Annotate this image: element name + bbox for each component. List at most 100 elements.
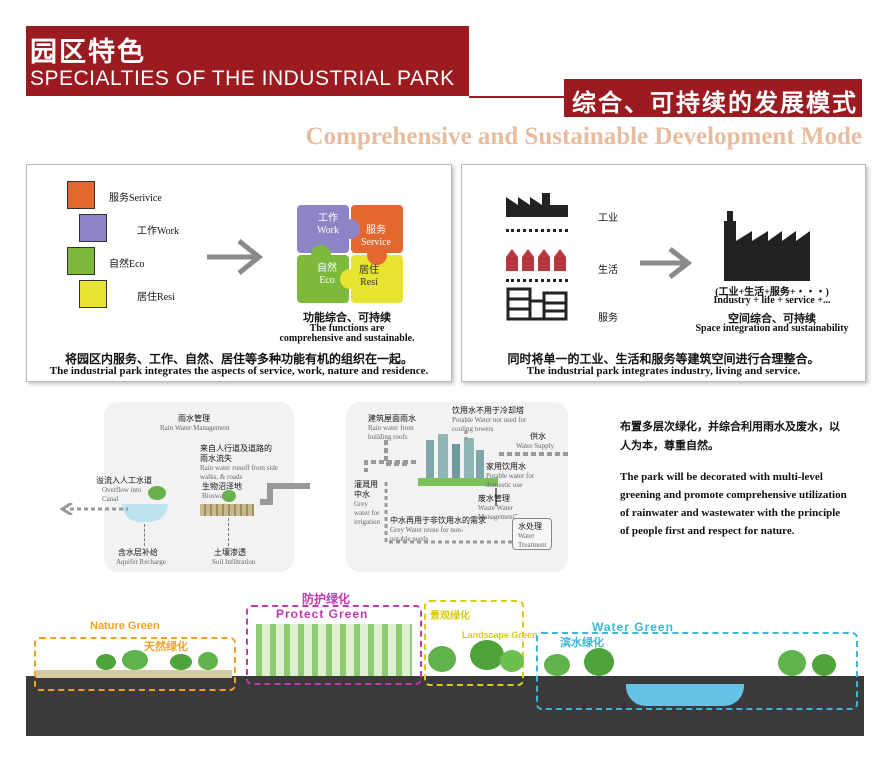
dotted-separator xyxy=(506,279,568,282)
treat-cn: 水处理 xyxy=(518,522,542,531)
tree-icon xyxy=(544,654,570,676)
bioswale-en: Bioswales xyxy=(202,492,231,500)
nature-platform xyxy=(36,670,232,678)
tree-icon xyxy=(778,650,806,676)
water-channel xyxy=(626,684,744,706)
recharge-cn: 含水层补给 xyxy=(118,548,158,557)
zone-label-water-cn: 滨水绿化 xyxy=(560,637,604,649)
tree-icon xyxy=(148,486,166,500)
formula-en: Industry + life + service +... xyxy=(713,295,831,306)
houses-icon xyxy=(506,249,566,271)
reuse-en: Grey Water reuse for non-potable needs xyxy=(390,526,464,543)
rain-title-en: Rain Water Management xyxy=(160,424,230,432)
legend-label-eco: 自然Eco xyxy=(109,259,145,270)
subtitle-cn: 综合、可持续的发展模式 xyxy=(572,91,858,117)
potable-cn: 饮用水不用于冷却塔 xyxy=(452,406,524,415)
tree-icon xyxy=(198,652,218,670)
recharge-line xyxy=(144,524,145,546)
tree-icon xyxy=(500,650,524,672)
space-caption-en: Space integration and sustainability xyxy=(695,323,849,334)
bioswale-bed xyxy=(200,504,254,516)
infiltration-en: Soil Infiltration xyxy=(212,558,256,566)
potable-en: Potable Water not used for cooling tower… xyxy=(452,416,527,433)
factory-icon xyxy=(506,193,568,217)
dotted-separator xyxy=(506,229,568,232)
zone-label-nature-en: Nature Green xyxy=(90,620,160,632)
title-banner xyxy=(26,26,469,96)
reuse-cn: 中水再用于非饮用水的需求 xyxy=(390,516,486,525)
zone-protect-green xyxy=(246,605,422,685)
treatment-box xyxy=(512,518,552,550)
tree-icon xyxy=(470,640,504,670)
infiltration-line xyxy=(228,518,229,546)
arrow-right-icon xyxy=(207,239,264,275)
puzzle-knob xyxy=(367,245,387,265)
tree-icon xyxy=(428,646,456,672)
grey-cn: 灌溉用中水 xyxy=(354,480,378,499)
function-summary-en: The industrial park integrates the aspec… xyxy=(49,365,429,377)
overflow-cn: 溢流入人工水道 xyxy=(96,476,152,485)
zone-label-landscape-en: Landscape Green xyxy=(462,630,538,640)
function-caption-en-2: comprehensive and sustainable. xyxy=(279,333,415,344)
formula-cn: (工业+生活+服务+・・・) xyxy=(715,287,829,298)
space-summary-cn: 同时将单一的工业、生活和服务等建筑空间进行合理整合。 xyxy=(507,352,820,366)
puzzle-knob xyxy=(340,269,360,289)
tree-icon xyxy=(584,648,614,676)
function-caption-cn: 功能综合、可持续 xyxy=(303,312,391,324)
description-en: The park will be decorated with multi-le… xyxy=(620,471,847,537)
runoff-en: Rain water runoff from side walks, & roa… xyxy=(200,464,279,481)
page-title-en: SPECIALTIES OF THE INDUSTRIAL PARK xyxy=(30,67,455,90)
tree-icon xyxy=(96,654,116,670)
supply-cn: 供水 xyxy=(530,432,546,441)
legend-swatch-work xyxy=(79,214,107,242)
zone-label-landscape-cn: 景观绿化 xyxy=(430,611,470,622)
tree-icon xyxy=(812,654,836,676)
tree-icon xyxy=(170,654,192,670)
industrial-complex-icon xyxy=(724,211,810,281)
city-model xyxy=(418,434,498,486)
overflow-en: Overflow into Canal xyxy=(102,486,142,503)
puzzle-knob xyxy=(311,245,331,265)
waste-en: Waste Water Management xyxy=(478,504,515,521)
bioswale-cn: 生物沼泽地 xyxy=(202,482,242,491)
grey-en: Grey water for irrigation xyxy=(354,500,381,526)
space-summary-en: The industrial park integrates industry,… xyxy=(526,365,801,377)
legend-swatch-resi xyxy=(79,280,107,308)
zone-label-nature-cn: 天然绿化 xyxy=(144,641,188,653)
puzzle-knob xyxy=(340,219,360,239)
zone-nature-green xyxy=(34,637,236,691)
subtitle-banner xyxy=(564,79,862,117)
rain-title-cn: 雨水管理 xyxy=(178,414,210,423)
buildings-icon xyxy=(506,287,568,321)
zone-label-protect-cn: 防护绿化 xyxy=(302,592,351,606)
arrow-right-icon xyxy=(640,247,693,279)
legend-swatch-service xyxy=(67,181,95,209)
supply-en: Water Supply xyxy=(516,442,555,450)
zone-label-protect-en: Protect Green xyxy=(276,607,369,621)
zone-landscape-green xyxy=(424,600,524,686)
roofs-en: Rain water from building roofs xyxy=(368,424,414,441)
row-label-living: 生活 xyxy=(598,265,618,276)
tree-icon xyxy=(122,650,148,670)
infiltration-cn: 土壤渗透 xyxy=(214,548,246,557)
domestic-en: Potable water for domestic use xyxy=(486,472,535,489)
watercycle-diagram: 建筑屋面雨水 Rain water from building roofs 饮用… xyxy=(346,402,568,572)
space-panel: 工业 生活 服务 (工业+生活+服务+・・・) Industry + life … xyxy=(461,164,866,382)
runoff-cn: 来自人行道及道路的雨水流失 xyxy=(200,444,272,463)
protect-forest xyxy=(256,624,412,676)
legend-label-service: 服务Serivice xyxy=(109,193,162,204)
subtitle-en: Comprehensive and Sustainable Developmen… xyxy=(305,123,862,150)
canal-water xyxy=(122,504,168,522)
roofs-cn: 建筑屋面雨水 xyxy=(368,414,416,423)
legend-label-work: 工作Work xyxy=(137,226,179,237)
function-caption-en-1: The functions are xyxy=(309,323,385,334)
page-title-cn: 园区特色 xyxy=(30,37,146,67)
legend-label-resi: 居住Resi xyxy=(137,292,175,303)
tree-icon xyxy=(222,490,236,502)
recharge-en: Aquifer Recharge xyxy=(116,558,166,566)
